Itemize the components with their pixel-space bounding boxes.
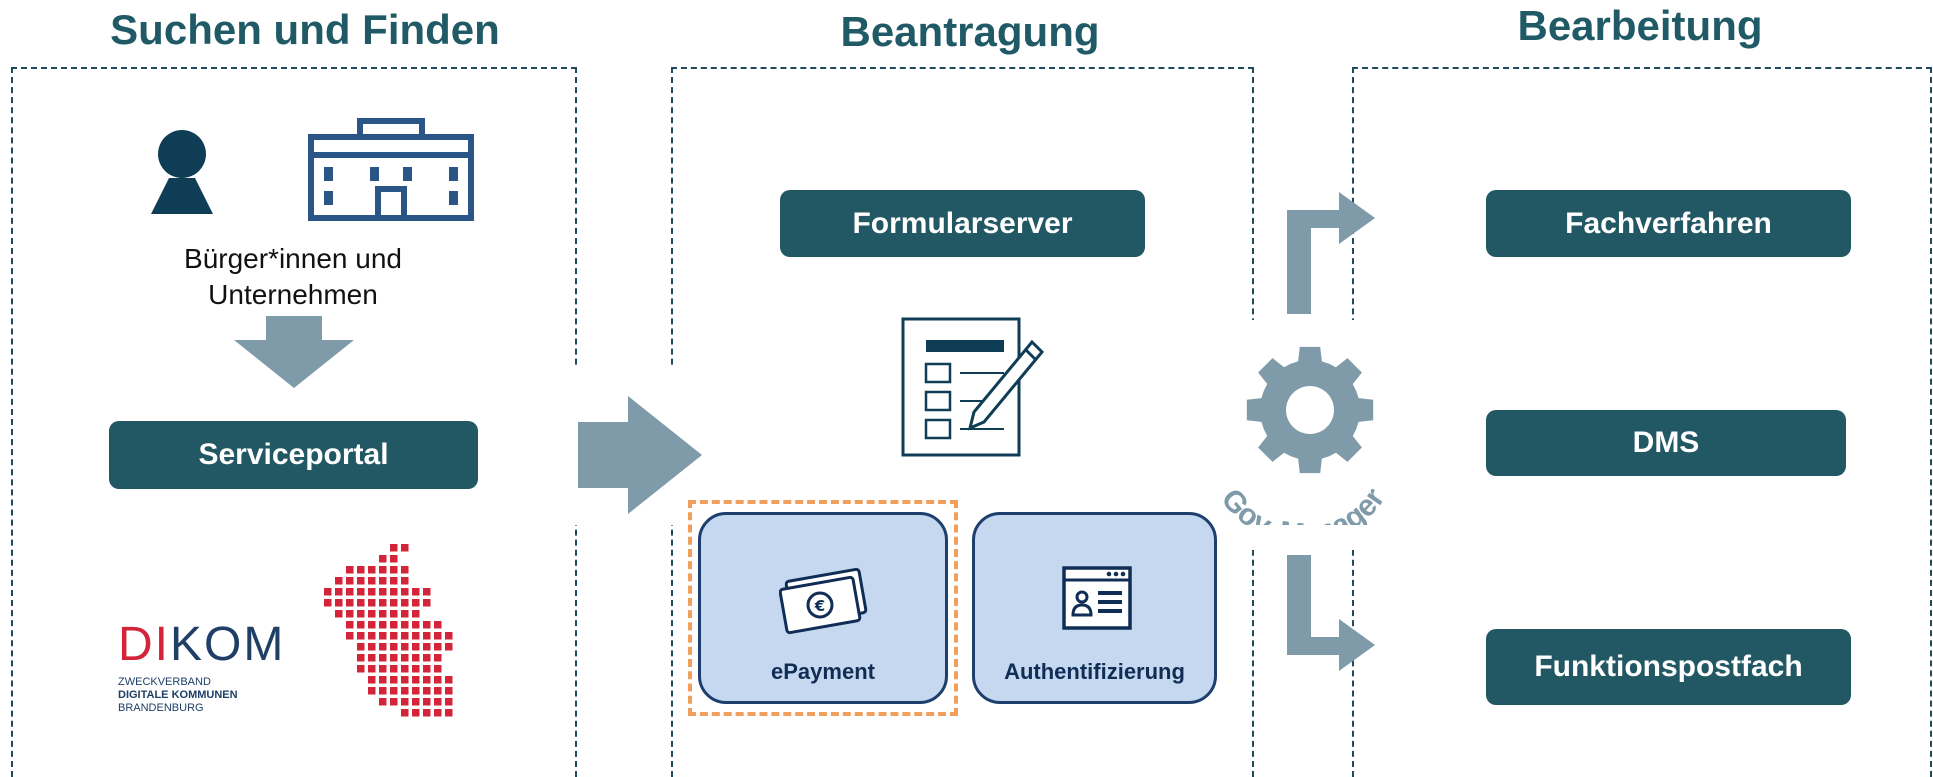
dms-button[interactable]: DMS [1486, 410, 1846, 476]
funktionspostfach-button[interactable]: Funktionspostfach [1486, 629, 1851, 705]
serviceportal-button[interactable]: Serviceportal [109, 421, 478, 489]
building-icon [308, 117, 474, 221]
id-browser-icon [1061, 565, 1133, 631]
dikom-logo: DIKOM ZWECKVERBAND DIGITALE KOMMUNEN BRA… [118, 542, 478, 717]
elbow-arrow-down-icon [1287, 555, 1377, 691]
person-icon [147, 128, 217, 216]
gov-manager: Gov. Manager [1195, 335, 1410, 525]
citizens-label-line2: Unternehmen [208, 279, 378, 310]
epayment-card[interactable]: € ePayment [698, 512, 948, 704]
epayment-highlight-frame [688, 500, 958, 716]
money-icon: € [779, 565, 871, 635]
svg-text:Gov. Manager: Gov. Manager [1215, 482, 1392, 525]
citizens-label: Bürger*innen und Unternehmen [130, 241, 456, 313]
authentifizierung-card[interactable]: Authentifizierung [972, 512, 1217, 704]
svg-text:€: € [814, 597, 825, 615]
fachverfahren-button[interactable]: Fachverfahren [1486, 190, 1851, 257]
epayment-label: ePayment [771, 659, 875, 684]
logo-wordmark-accent [118, 620, 150, 668]
section-title-process: Bearbeitung [1517, 2, 1763, 49]
citizens-label-line1: Bürger*innen und [184, 243, 402, 274]
logo-subline-1: ZWECKVERBAND [118, 676, 211, 688]
section-title-search: Suchen und Finden [110, 6, 500, 53]
brandenburg-map-icon [324, 544, 453, 717]
gear-icon [1246, 346, 1374, 474]
form-icon [900, 316, 1050, 459]
logo-subline-2: DIGITALE KOMMUNEN [118, 689, 238, 701]
authentifizierung-label: Authentifizierung [1004, 659, 1185, 684]
logo-wordmark: DIKOM [118, 618, 286, 671]
elbow-arrow-up-icon [1287, 192, 1377, 314]
right-arrow-icon [578, 396, 702, 514]
formularserver-button[interactable]: Formularserver [780, 190, 1145, 257]
section-title-apply: Beantragung [840, 8, 1100, 55]
down-arrow-icon [234, 316, 354, 388]
logo-subline-3: BRANDENBURG [118, 702, 204, 714]
gov-manager-label: Gov. Manager [1215, 482, 1392, 525]
